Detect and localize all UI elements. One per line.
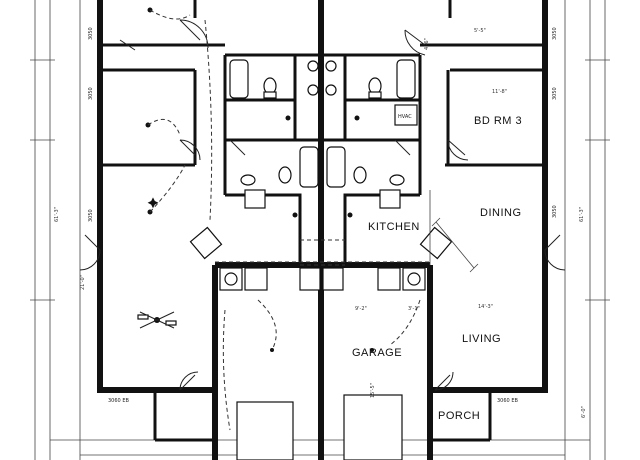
window-label-3050: 3050 bbox=[88, 27, 94, 40]
room-label-living: LIVING bbox=[462, 333, 501, 345]
interior-walls bbox=[100, 0, 545, 442]
room-label-kitchen: KITCHEN bbox=[368, 221, 420, 233]
window-label-3050: 3050 bbox=[88, 209, 94, 222]
dimension-text: 4'-6" bbox=[424, 38, 430, 50]
room-label-dining: DINING bbox=[480, 207, 522, 219]
hvac-label: HVAC bbox=[398, 114, 412, 120]
ceiling-fan-icon bbox=[137, 311, 177, 329]
room-label-porch: PORCH bbox=[438, 410, 480, 422]
dimension-text: 61'-3" bbox=[579, 207, 585, 222]
dimension-text: 6'-0" bbox=[581, 406, 587, 418]
wiring-lines bbox=[147, 9, 421, 431]
dimension-text: 5'-5" bbox=[474, 28, 486, 34]
window-label-3050: 3050 bbox=[552, 205, 558, 218]
dimension-text: 15'-5" bbox=[370, 383, 376, 398]
bath-fixtures bbox=[229, 59, 418, 188]
window-label-3050: 3050 bbox=[88, 87, 94, 100]
room-label-garage: GARAGE bbox=[352, 347, 402, 359]
window-label-right: 3060 EB bbox=[497, 398, 518, 404]
dimension-text: 9'-2" bbox=[355, 306, 367, 312]
window-label-left: 3060 EB bbox=[108, 398, 129, 404]
dimension-text: 14'-3" bbox=[478, 304, 493, 310]
dimension-frame bbox=[30, 0, 610, 460]
dimension-text: 21'-0" bbox=[80, 275, 86, 290]
garage-doors bbox=[236, 394, 403, 460]
exterior-walls bbox=[97, 0, 548, 460]
dimension-text: 3'-1" bbox=[408, 306, 420, 312]
dining-dimension bbox=[429, 190, 479, 273]
window-label-3050: 3050 bbox=[552, 87, 558, 100]
dimension-text: 11'-8" bbox=[492, 89, 507, 95]
room-label-bd-rm-3: BD RM 3 bbox=[474, 115, 522, 127]
kitchen-appliances bbox=[189, 189, 453, 291]
doors bbox=[79, 19, 566, 391]
dimension-text: 61'-3" bbox=[54, 207, 60, 222]
window-label-3050: 3050 bbox=[552, 27, 558, 40]
